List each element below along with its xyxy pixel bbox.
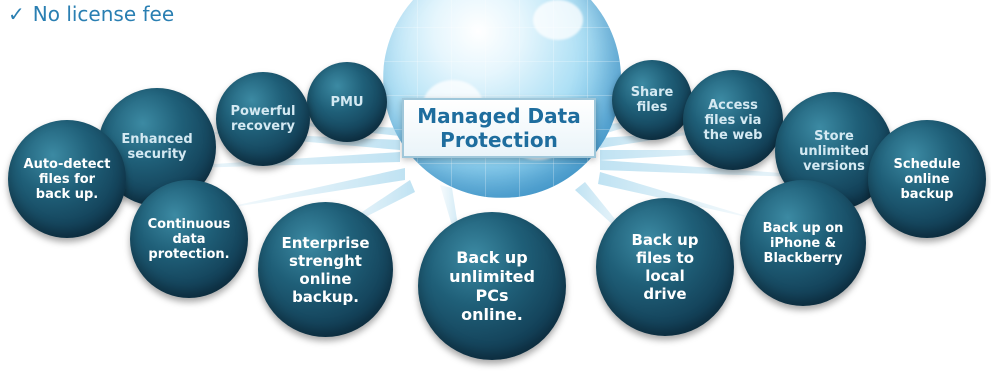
- bubble-pmu-label: PMU: [330, 94, 364, 110]
- bubble-auto-detect: Auto-detect files for back up.: [8, 120, 126, 238]
- bubble-unlimited-pcs: Back up unlimited PCs online.: [418, 212, 566, 360]
- bubble-access-web: Access files via the web: [683, 70, 783, 170]
- bubble-access-web-label: Access files via the web: [703, 97, 763, 143]
- bubble-schedule: Schedule online backup: [868, 120, 986, 238]
- bubble-pmu: PMU: [307, 62, 387, 142]
- bubble-local-drive: Back up files to local drive: [596, 198, 734, 336]
- bubble-share-files-label: Share files: [630, 85, 674, 115]
- bubble-unlimited-pcs-label: Back up unlimited PCs online.: [449, 248, 535, 324]
- center-title-line1: Managed Data: [417, 104, 581, 128]
- bubble-enhanced-security-label: Enhanced security: [121, 132, 193, 162]
- bubble-iphone-label: Back up on iPhone & Blackberry: [762, 220, 844, 266]
- globe-landmass: [533, 0, 583, 40]
- bubble-powerful-recovery-label: Powerful recovery: [230, 104, 296, 134]
- center-title-box: Managed Data Protection: [402, 98, 596, 158]
- bubble-share-files: Share files: [612, 60, 692, 140]
- header-line: ✓ No license fee: [8, 2, 174, 26]
- bubble-iphone: Back up on iPhone & Blackberry: [740, 180, 866, 306]
- bubble-schedule-label: Schedule online backup: [893, 156, 961, 202]
- bubble-continuous: Continuous data protection.: [130, 180, 248, 298]
- bubble-store-versions-label: Store unlimited versions: [799, 128, 869, 174]
- center-title-line2: Protection: [440, 128, 558, 152]
- bubble-local-drive-label: Back up files to local drive: [631, 231, 699, 303]
- bubble-continuous-label: Continuous data protection.: [147, 216, 231, 262]
- bubble-powerful-recovery: Powerful recovery: [216, 72, 310, 166]
- bubble-enterprise: Enterprise strenght online backup.: [258, 202, 393, 337]
- bubble-enterprise-label: Enterprise strenght online backup.: [281, 233, 370, 306]
- bubble-auto-detect-label: Auto-detect files for back up.: [23, 156, 111, 202]
- header-text: No license fee: [32, 2, 175, 26]
- checkmark-icon: ✓: [8, 2, 25, 26]
